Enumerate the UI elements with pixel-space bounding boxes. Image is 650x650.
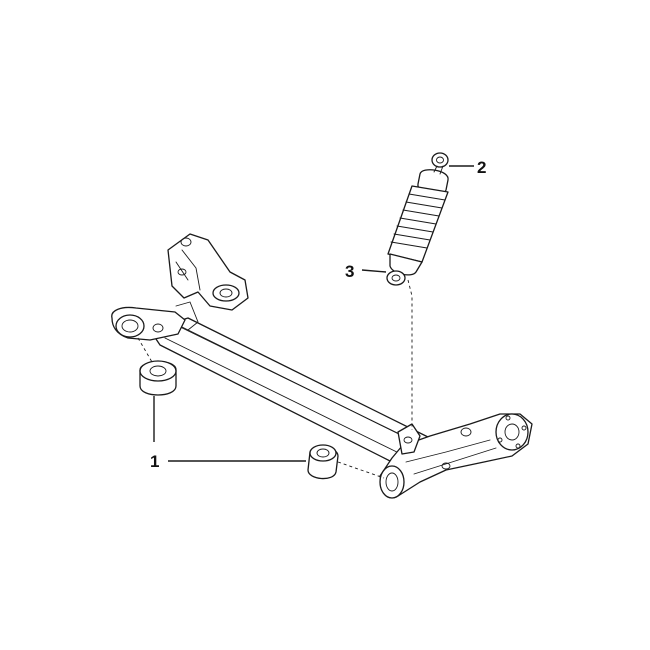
shock-top-rod [433,165,444,175]
left-spring-seat [212,284,240,302]
bushing-right-bore [316,448,330,458]
right-hub-bolt-2 [521,425,527,431]
left-bracket-hole2 [177,268,187,276]
right-hub-center [504,423,520,441]
right-arm-rib [405,439,491,463]
shock-bellows-folds [390,193,446,249]
left-arm-bracket [175,301,199,331]
right-hub-bolt-4 [497,437,503,443]
guide-bushing-right [337,461,385,479]
bushing-left-face [139,360,177,382]
cross-beam [149,317,431,463]
leader-lines [153,165,474,462]
callout-3: 3 [345,262,354,281]
shock-bottom-eye [386,270,406,286]
left-spring-bracket-rib [181,249,201,291]
left-bracket-hole [180,237,192,247]
callout-1: 1 [150,452,159,471]
shock-bottom-eye-bore [391,274,401,282]
right-arm-bushing-eye [379,465,405,499]
bushing-right-face [309,444,337,462]
right-arm-hole2 [441,462,451,470]
left-arm-hole [152,323,164,333]
right-arm-rib2 [413,447,497,475]
bushing-right [307,444,339,480]
bushing-left [139,360,177,396]
cross-beam-edge-mid [179,325,416,443]
guide-bushing-left [137,337,153,363]
left-spring-seat-inner [219,288,233,298]
shock-top-eye-bore [436,156,444,164]
right-shock-bracket-hole [403,436,413,444]
right-hub-flange [495,413,529,451]
left-spring-bracket-rib2 [175,261,189,281]
callout-2: 2 [477,158,486,177]
assembly-guides [137,279,413,479]
left-arm-bushing-eye [115,314,145,338]
shock-bellows [387,185,449,263]
left-arm-bushing-eye-inner [121,319,139,333]
right-hub-bolt-1 [505,415,511,421]
cross-beam-edge-lower [164,337,406,457]
right-hub-bolt-3 [515,443,521,449]
shock-top-eye [431,152,449,168]
guide-shock-bottom [407,279,413,430]
rear-axle-beam [111,233,533,499]
right-arm-hole [460,427,472,437]
right-shock-bracket [397,423,421,455]
right-arm-bushing-eye-inner [385,472,399,492]
shock-absorber [386,152,449,286]
bushing-left-bore [149,365,167,377]
leader-3 [361,269,387,273]
